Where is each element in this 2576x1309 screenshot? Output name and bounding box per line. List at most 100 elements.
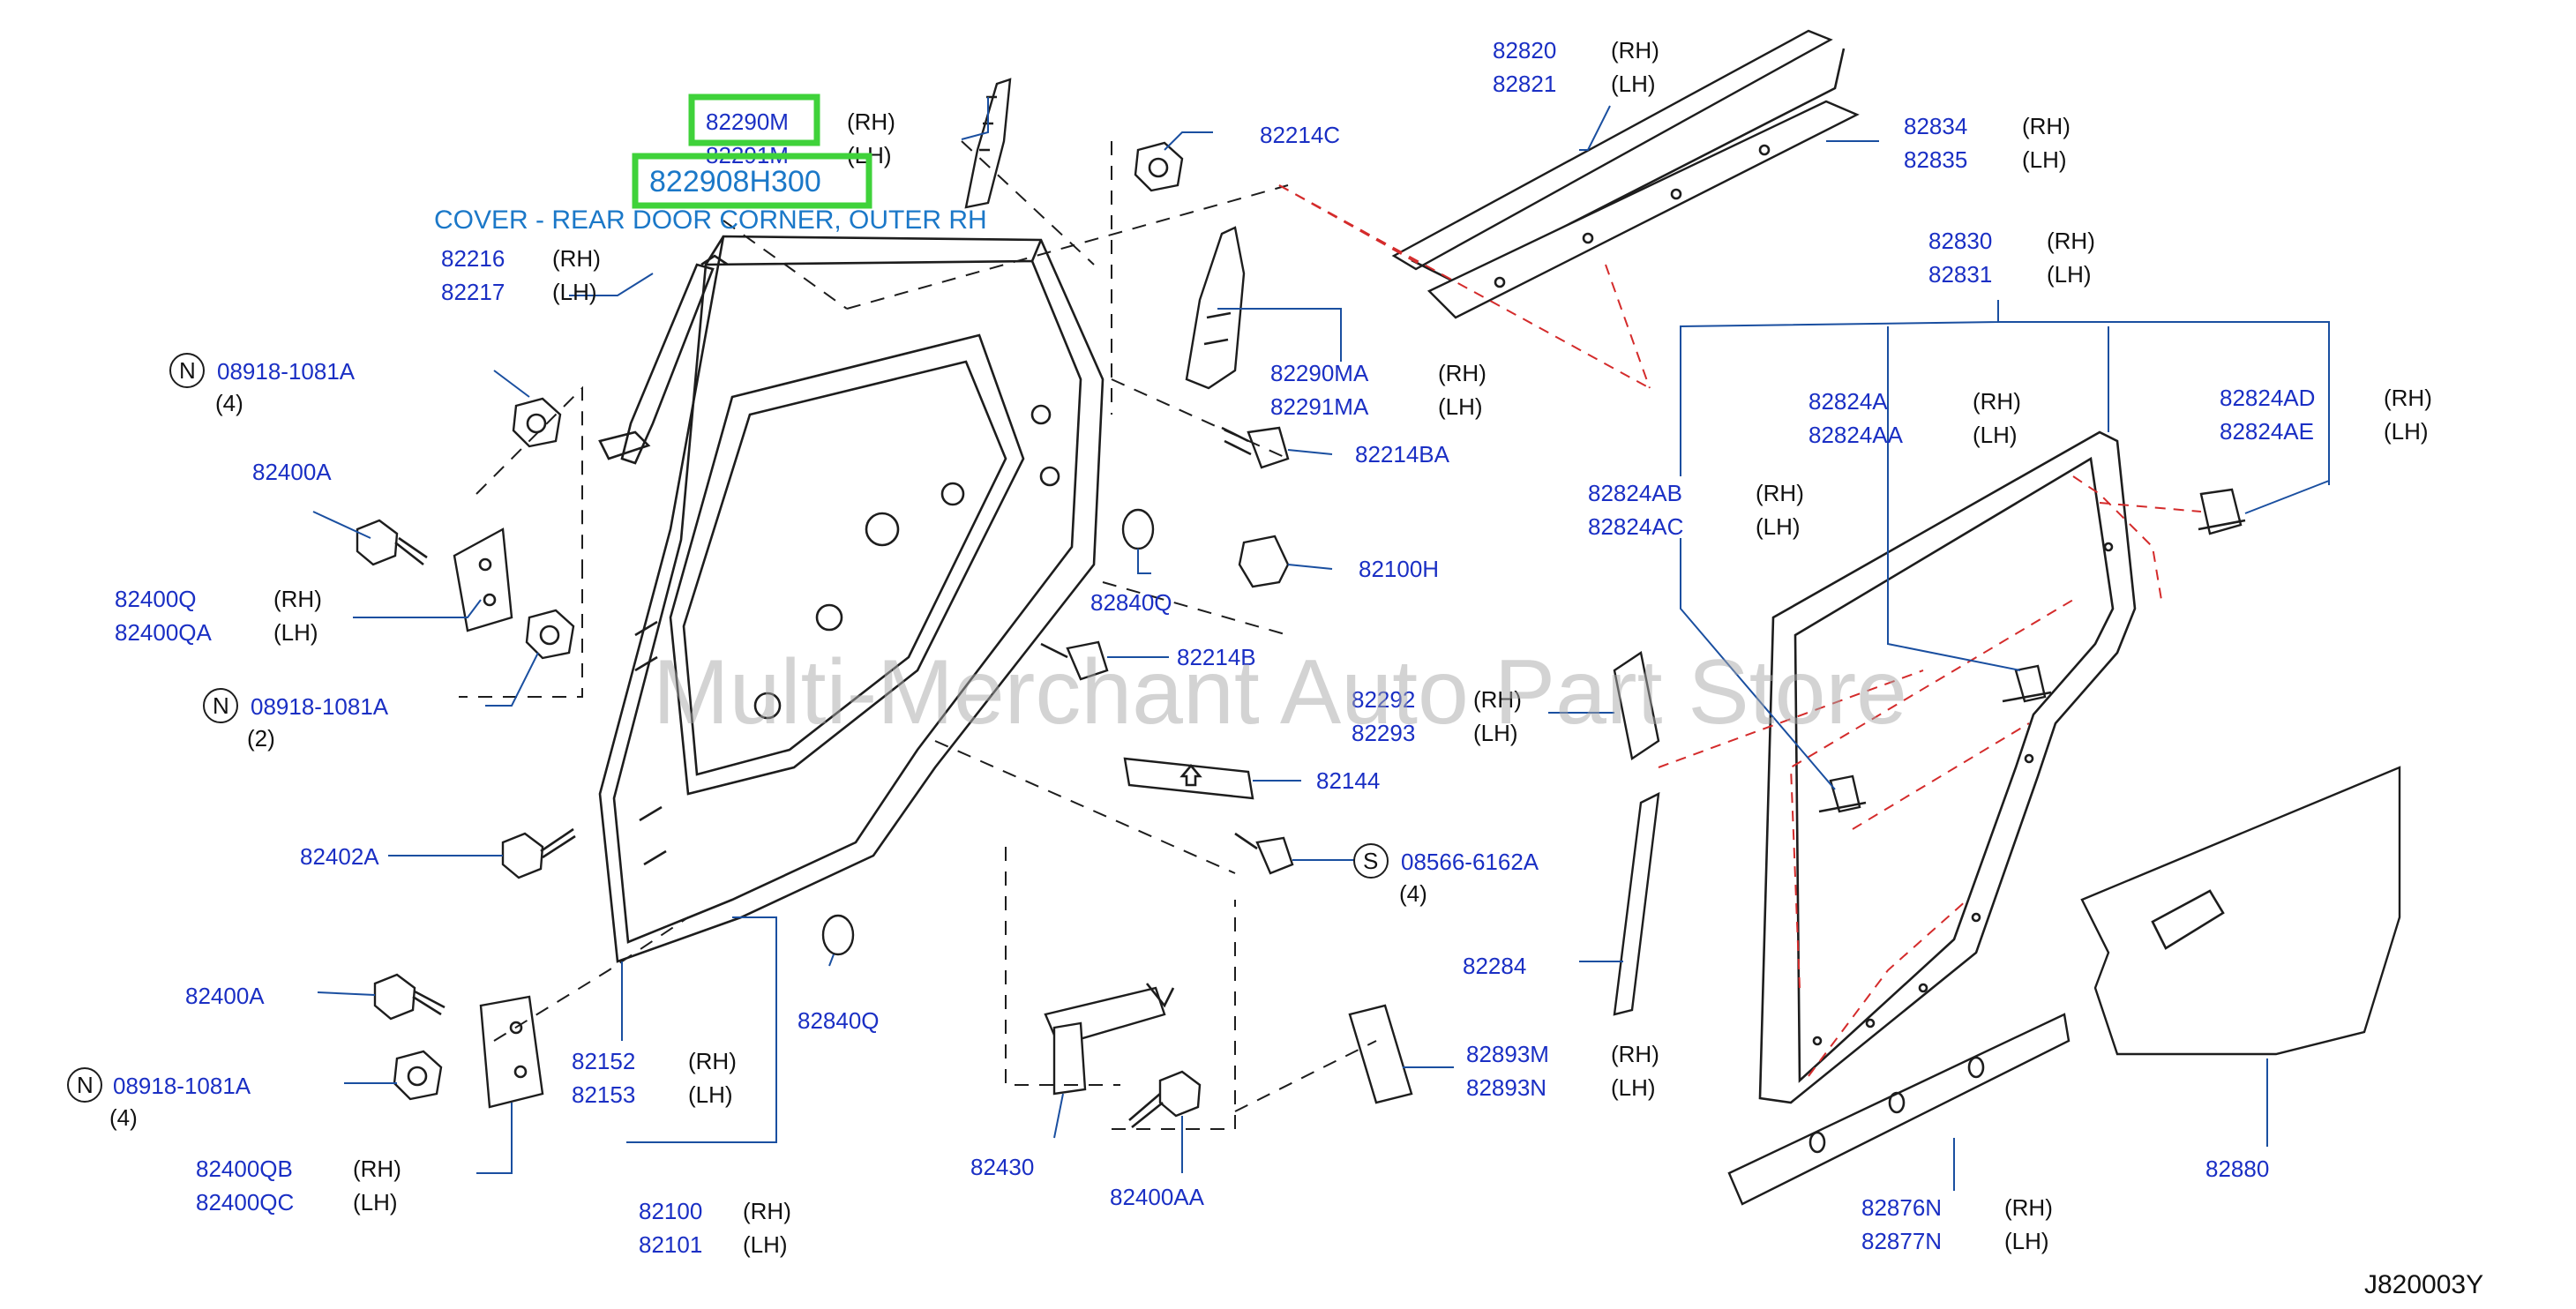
- quantity-4: (4): [1399, 880, 1427, 907]
- suffix-rh: (RH): [688, 1048, 737, 1074]
- door-panel: [598, 235, 1105, 963]
- n-symbol-text: N: [77, 1072, 94, 1098]
- label-82893M: 82893M: [1466, 1041, 1549, 1067]
- suffix-lh: (LH): [1611, 1074, 1656, 1101]
- label-82893N: 82893N: [1466, 1074, 1546, 1101]
- suffix-lh: (LH): [2384, 418, 2429, 445]
- lower-hinge: [479, 995, 544, 1109]
- suffix-rh: (RH): [2022, 113, 2071, 139]
- door-check-link: [1044, 983, 1175, 1096]
- leader-lines: [312, 97, 2330, 1191]
- suffix-rh: (RH): [1438, 360, 1486, 386]
- label-08918-1081A-upper: 08918-1081A: [217, 358, 356, 385]
- s-symbol: [1353, 843, 1389, 879]
- label-82820: 82820: [1493, 37, 1556, 64]
- bolt-82400AA: [1128, 1070, 1202, 1129]
- bolt-82400A-lower: [373, 973, 446, 1021]
- label-82824A: 82824A: [1808, 388, 1888, 415]
- label-82290MA: 82290MA: [1270, 360, 1369, 386]
- label-82292: 82292: [1352, 686, 1415, 713]
- suffix-lh: (LH): [743, 1231, 788, 1258]
- label-82152: 82152: [572, 1048, 635, 1074]
- suffix-rh: (RH): [743, 1198, 791, 1224]
- nut-08918-lower: [393, 1050, 443, 1101]
- label-82400QA: 82400QA: [115, 619, 213, 646]
- label-82290M: 82290M: [706, 108, 789, 135]
- clip-82824AD: [2198, 488, 2246, 535]
- highlight-part-number: 822908H300: [649, 165, 821, 198]
- label-82821: 82821: [1493, 71, 1556, 97]
- n-symbol-text: N: [213, 692, 229, 719]
- label-82284: 82284: [1463, 953, 1526, 979]
- label-08566-6162A: 08566-6162A: [1401, 849, 1539, 875]
- plug-82840Q-lower: [821, 914, 855, 956]
- nut-08918-mid: [525, 609, 575, 660]
- label-82291MA: 82291MA: [1270, 393, 1369, 420]
- label-82835: 82835: [1904, 146, 1967, 173]
- clip-82214B: [1040, 640, 1109, 681]
- sill-molding-82876: [1727, 1013, 2071, 1206]
- label-82153: 82153: [572, 1081, 635, 1108]
- molding-82893: [1348, 1004, 1413, 1104]
- label-82144: 82144: [1316, 767, 1380, 794]
- door-weatherstrip: [1758, 430, 2137, 1104]
- label-82400Q: 82400Q: [115, 586, 197, 612]
- screw-08566: [1234, 832, 1294, 875]
- suffix-rh: (RH): [273, 586, 322, 612]
- label-82840Q-lower: 82840Q: [798, 1007, 880, 1034]
- watermark: Multi-Merchant Auto Part Store: [653, 641, 1907, 744]
- label-82101: 82101: [639, 1231, 702, 1258]
- label-82877N: 82877N: [1861, 1228, 1942, 1254]
- suffix-rh: (RH): [847, 108, 895, 135]
- label-82840Q-upper: 82840Q: [1090, 589, 1172, 616]
- label-82824AB: 82824AB: [1588, 480, 1682, 506]
- suffix-rh: (RH): [1611, 1041, 1659, 1067]
- label-82400A-lower: 82400A: [185, 983, 265, 1009]
- figure-code: J820003Y: [2364, 1270, 2483, 1299]
- suffix-lh: (LH): [1438, 393, 1483, 420]
- label-82217: 82217: [441, 279, 505, 305]
- sash-tape-82284: [1613, 791, 1660, 1016]
- nut-08918-upper: [512, 397, 562, 448]
- label-82400AA: 82400AA: [1110, 1184, 1205, 1210]
- rear-door-corner-cover: [964, 78, 1012, 209]
- suffix-lh: (LH): [2047, 261, 2092, 288]
- plug-82840Q-upper: [1121, 508, 1155, 550]
- suffix-lh: (LH): [2022, 146, 2067, 173]
- suffix-rh: (RH): [1973, 388, 2021, 415]
- plug-82100H: [1238, 535, 1290, 588]
- suffix-rh: (RH): [1756, 480, 1804, 506]
- inner-corner-cover: [1185, 226, 1246, 390]
- n-symbol-text: N: [179, 357, 196, 384]
- label-82830: 82830: [1928, 228, 1992, 254]
- highlight-box-part: [688, 94, 820, 146]
- label-82824AC: 82824AC: [1588, 513, 1683, 540]
- suffix-lh: (LH): [273, 619, 318, 646]
- suffix-lh: (LH): [1973, 422, 2018, 448]
- quantity-4: (4): [109, 1104, 138, 1131]
- label-82824AE: 82824AE: [2220, 418, 2314, 445]
- label-82880: 82880: [2205, 1156, 2269, 1182]
- window-channel: [598, 254, 729, 465]
- clip-82824A: [2002, 664, 2052, 703]
- label-82100: 82100: [639, 1198, 702, 1224]
- label-82834: 82834: [1904, 113, 1967, 139]
- suffix-lh: (LH): [1756, 513, 1801, 540]
- suffix-rh: (RH): [353, 1156, 401, 1182]
- suffix-rh: (RH): [2004, 1194, 2053, 1221]
- suffix-lh: (LH): [2004, 1228, 2049, 1254]
- label-82824AA: 82824AA: [1808, 422, 1904, 448]
- label-82876N: 82876N: [1861, 1194, 1942, 1221]
- bolt-82400A-upper: [356, 519, 428, 566]
- n-symbol: [203, 688, 238, 723]
- bracket-82144: [1123, 757, 1254, 800]
- sealing-screen-82880: [2080, 766, 2401, 1056]
- clip-82824AB: [1818, 774, 1867, 813]
- upper-hinge: [453, 527, 513, 632]
- label-82214B: 82214B: [1177, 644, 1256, 670]
- suffix-lh: (LH): [552, 279, 597, 305]
- suffix-lh: (LH): [353, 1189, 398, 1216]
- label-82214BA: 82214BA: [1355, 441, 1450, 468]
- reference-lines: [459, 140, 1377, 1130]
- label-08918-1081A-lower: 08918-1081A: [113, 1073, 251, 1099]
